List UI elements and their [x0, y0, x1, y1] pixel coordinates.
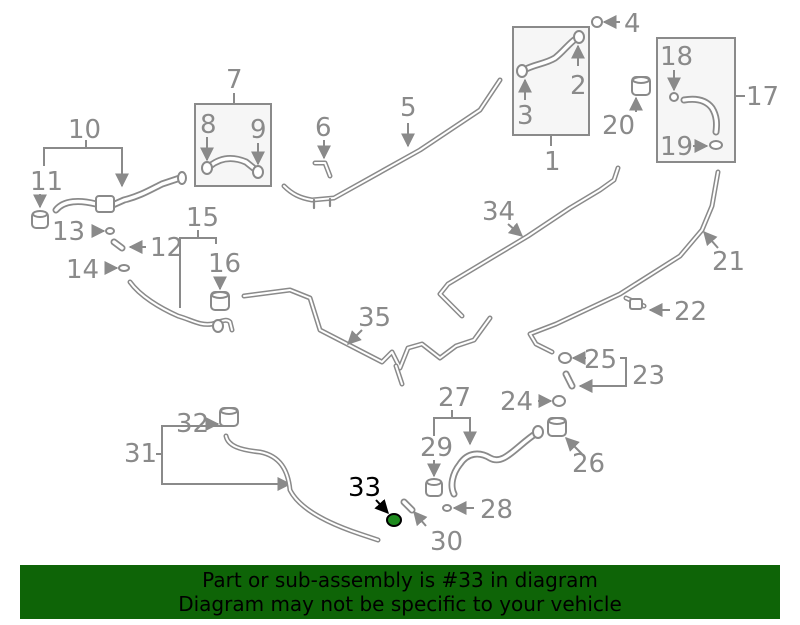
label-28: 28 — [480, 495, 513, 525]
part-group-23 — [538, 351, 627, 408]
label-14: 14 — [66, 255, 99, 285]
label-9: 9 — [250, 115, 267, 145]
label-20: 20 — [602, 111, 635, 141]
label-5: 5 — [400, 93, 417, 123]
part-group-15 — [127, 230, 235, 333]
label-27: 27 — [438, 383, 471, 413]
label-4: 4 — [624, 9, 641, 39]
part-20-grommet — [629, 76, 651, 112]
label-18: 18 — [660, 42, 693, 72]
label-30: 30 — [430, 527, 463, 557]
label-7: 7 — [226, 65, 243, 95]
banner-line-2: Diagram may not be specific to your vehi… — [178, 592, 622, 616]
part-group-7 — [194, 93, 272, 187]
label-32: 32 — [176, 409, 209, 439]
label-6: 6 — [315, 113, 332, 143]
label-13: 13 — [52, 217, 85, 247]
part-group-27 — [425, 410, 544, 515]
part-21-pipe — [527, 169, 721, 355]
part-group-10 — [31, 140, 187, 275]
label-17: 17 — [746, 82, 779, 112]
label-21: 21 — [712, 247, 745, 277]
part-35-pipe — [241, 287, 493, 387]
label-3: 3 — [517, 101, 534, 131]
label-25: 25 — [584, 345, 617, 375]
part-group-1 — [512, 26, 590, 146]
label-35: 35 — [358, 303, 391, 333]
label-34: 34 — [482, 197, 515, 227]
part-33-highlight — [374, 498, 402, 527]
label-11: 11 — [30, 167, 63, 197]
label-2: 2 — [570, 71, 587, 101]
parts-diagram: 1 2 3 4 5 6 7 8 9 10 11 12 13 14 15 16 1… — [30, 9, 779, 557]
label-10: 10 — [68, 115, 101, 145]
label-24: 24 — [500, 387, 533, 417]
label-23: 23 — [632, 361, 665, 391]
notice-banner: Part or sub-assembly is #33 in diagram D… — [20, 565, 780, 619]
label-1: 1 — [544, 147, 561, 177]
part-4-clip — [591, 15, 620, 29]
part-34-pipe — [437, 165, 621, 319]
label-8: 8 — [200, 110, 217, 140]
label-16: 16 — [208, 249, 241, 279]
part-30-fitting — [400, 498, 428, 527]
part-group-31 — [156, 407, 381, 543]
label-26: 26 — [572, 449, 605, 479]
label-33: 33 — [348, 473, 381, 503]
part-22-fitting — [623, 295, 670, 317]
label-15: 15 — [186, 203, 219, 233]
label-19: 19 — [660, 132, 693, 162]
part-6-fitting — [312, 140, 333, 179]
label-12: 12 — [150, 233, 183, 263]
label-22: 22 — [674, 297, 707, 327]
part-26-grommet — [547, 417, 583, 455]
label-29: 29 — [420, 433, 453, 463]
label-31: 31 — [124, 439, 157, 469]
part-5-pipe — [281, 77, 503, 210]
banner-line-1: Part or sub-assembly is #33 in diagram — [202, 568, 598, 592]
part-group-17 — [656, 37, 745, 163]
